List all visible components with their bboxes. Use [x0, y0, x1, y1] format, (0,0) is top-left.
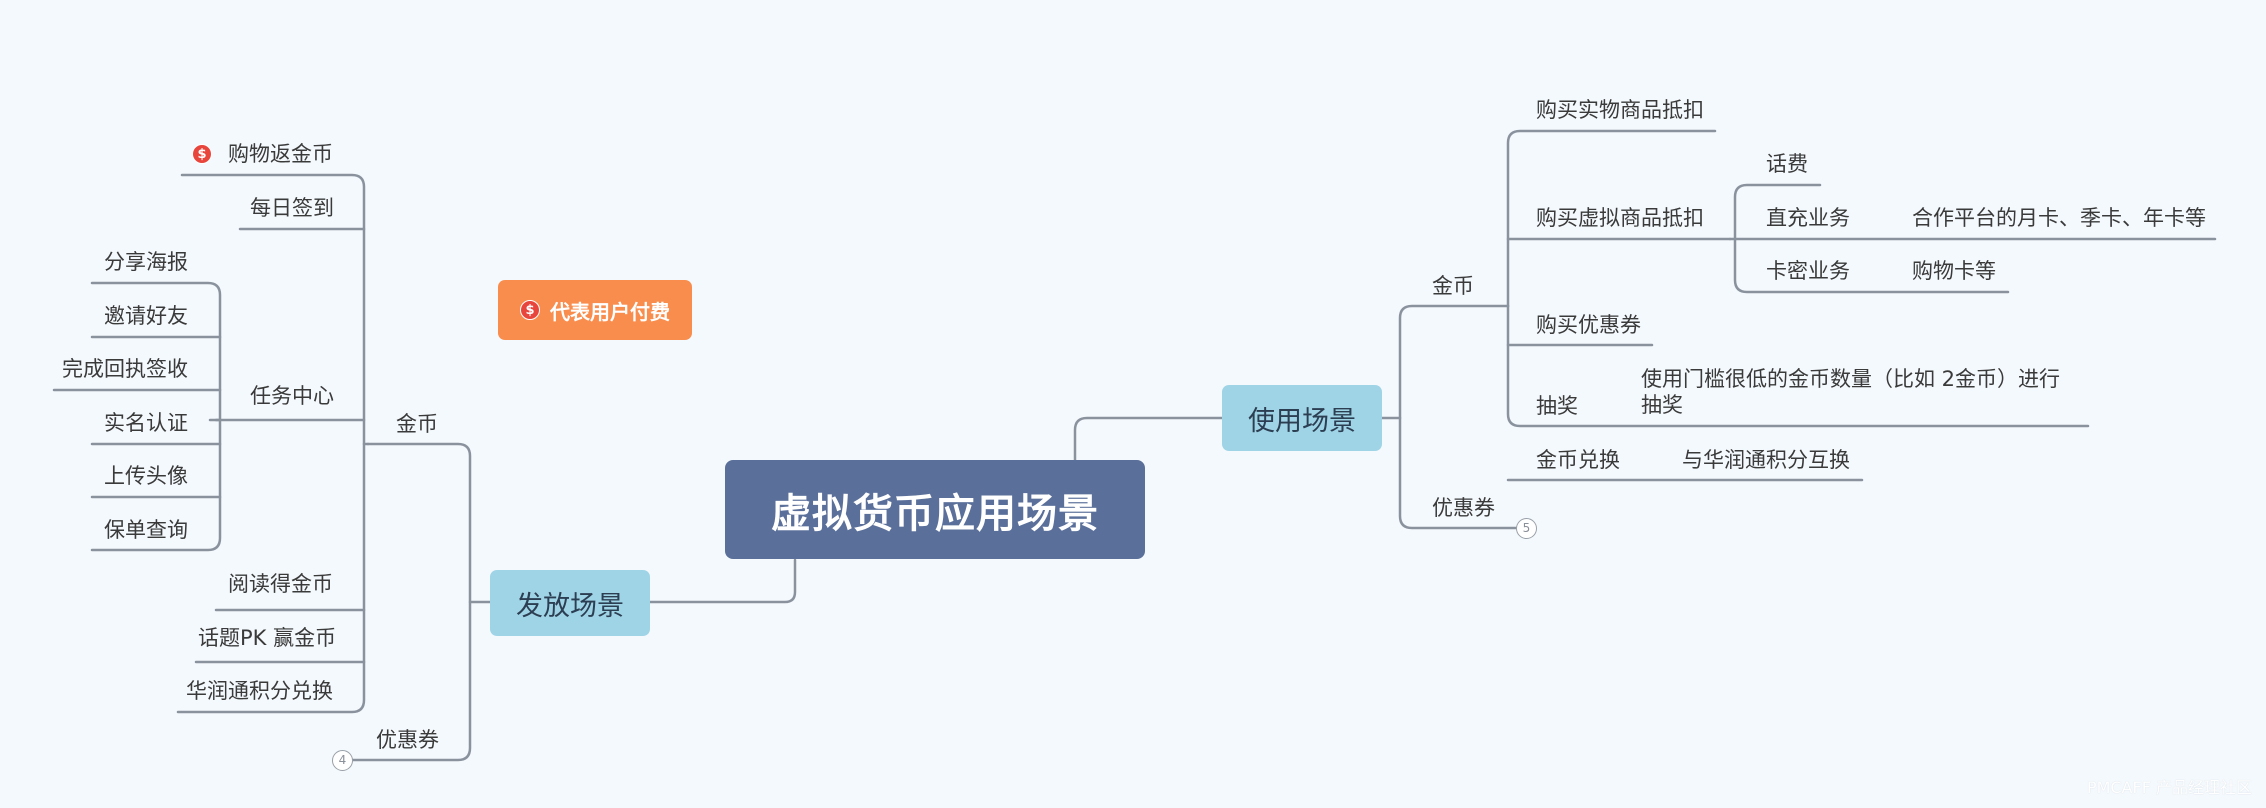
task-item[interactable]: 完成回执签收 [62, 357, 188, 381]
coin-icon: $ [520, 300, 540, 320]
task-item[interactable]: 上传头像 [104, 464, 188, 488]
root-node[interactable]: 虚拟货币应用场景 [725, 460, 1145, 559]
task-item[interactable]: 分享海报 [104, 250, 188, 274]
legend-label: 代表用户付费 [550, 299, 670, 324]
right-item-phone-fee[interactable]: 话费 [1766, 152, 1808, 176]
right-item-physical[interactable]: 购买实物商品抵扣 [1536, 98, 1704, 122]
right-item-buy-coupon[interactable]: 购买优惠券 [1536, 313, 1641, 337]
task-item[interactable]: 保单查询 [104, 518, 188, 542]
collapsed-count-badge[interactable]: 5 [1516, 518, 1537, 539]
right-coupon-label[interactable]: 优惠券 [1432, 496, 1495, 520]
right-item-virtual[interactable]: 购买虚拟商品抵扣 [1536, 206, 1704, 230]
right-coins-label[interactable]: 金币 [1432, 274, 1474, 298]
coin-icon: $ [192, 144, 212, 164]
collapsed-count-badge[interactable]: 4 [332, 750, 353, 771]
left-item-shopping[interactable]: 购物返金币 [228, 142, 333, 166]
left-item-checkin[interactable]: 每日签到 [250, 196, 334, 220]
right-item-exchange[interactable]: 金币兑换 [1536, 448, 1620, 472]
right-item-exchange-detail[interactable]: 与华润通积分互换 [1682, 448, 1850, 472]
left-coins-label[interactable]: 金币 [396, 412, 438, 436]
left-item-task-center[interactable]: 任务中心 [250, 384, 334, 408]
branch-usage[interactable]: 使用场景 [1222, 385, 1382, 451]
left-item-topic-pk[interactable]: 话题PK 赢金币 [198, 626, 337, 650]
watermark: PMCAFF 产品经理社区 [2086, 778, 2252, 797]
task-item[interactable]: 实名认证 [104, 411, 188, 435]
legend: $ 代表用户付费 [498, 280, 692, 340]
left-item-points[interactable]: 华润通积分兑换 [186, 679, 333, 703]
right-item-direct[interactable]: 直充业务 [1766, 206, 1850, 230]
right-item-card-detail[interactable]: 购物卡等 [1912, 259, 1996, 283]
right-item-direct-detail[interactable]: 合作平台的月卡、季卡、年卡等 [1912, 206, 2206, 230]
task-item[interactable]: 邀请好友 [104, 304, 188, 328]
left-coupon-label[interactable]: 优惠券 [376, 728, 439, 752]
branch-issue[interactable]: 发放场景 [490, 570, 650, 636]
right-item-lottery-detail[interactable]: 使用门槛很低的金币数量（比如 2金币）进行抽奖 [1641, 367, 2061, 417]
right-item-card[interactable]: 卡密业务 [1766, 259, 1850, 283]
left-item-reading[interactable]: 阅读得金币 [228, 572, 333, 596]
right-item-lottery[interactable]: 抽奖 [1536, 394, 1578, 418]
